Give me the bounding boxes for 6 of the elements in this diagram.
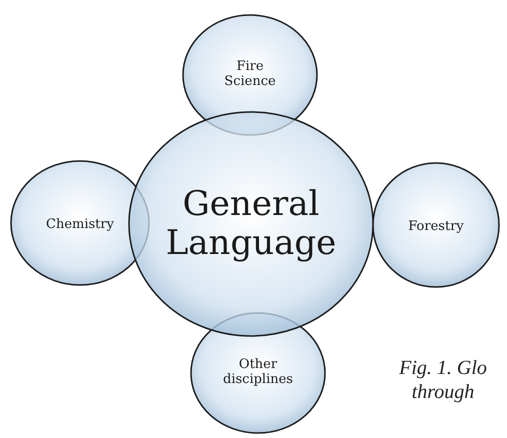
bubble-label: Other disciplines <box>222 358 294 388</box>
bubble-label: Forestry <box>407 220 465 235</box>
figure-caption: Fig. 1. Glo through <box>398 356 488 404</box>
bubble-label: General Language <box>164 184 338 264</box>
bubble-label: Chemistry <box>45 218 115 233</box>
bubble-label: Fire Science <box>223 60 277 90</box>
